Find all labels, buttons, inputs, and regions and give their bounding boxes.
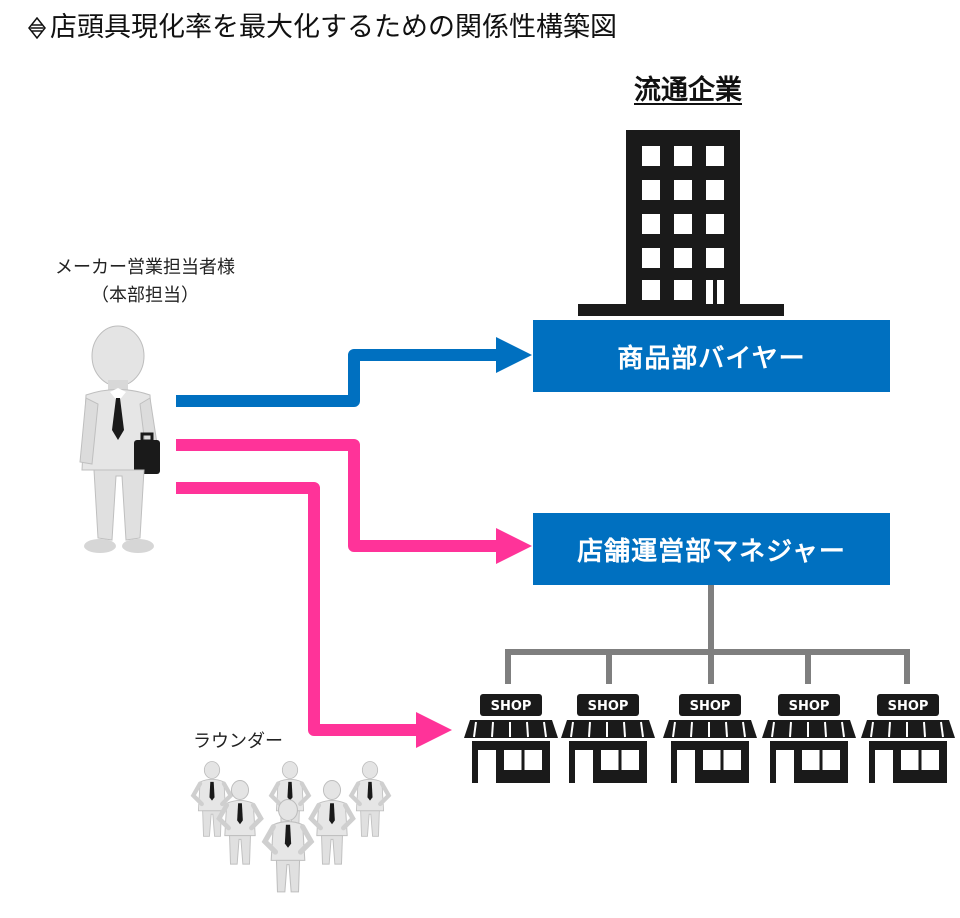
- shop-sign-label: SHOP: [888, 699, 929, 714]
- org-connector-lines: [505, 585, 910, 684]
- person-icon: [261, 798, 315, 893]
- shop-sign-label: SHOP: [789, 699, 830, 714]
- page-title: 店頭具現化率を最大化するための関係性構築図: [28, 10, 617, 46]
- store-manager-box: 店舗運営部マネジャー: [533, 513, 890, 585]
- person-icon: [348, 761, 392, 837]
- shop-storefront-icon: SHOP: [861, 694, 955, 783]
- shop-storefront-icon: SHOP: [464, 694, 558, 783]
- businessman-with-briefcase-icon: [79, 325, 160, 553]
- shop-sign-label: SHOP: [588, 699, 629, 714]
- shop-storefront-icon: SHOP: [663, 694, 757, 783]
- maker-sales-label: メーカー営業担当者様 （本部担当）: [0, 254, 290, 310]
- group-of-people-icon: [190, 761, 392, 893]
- person-icon: [216, 780, 264, 865]
- shop-storefront-icon: SHOP: [762, 694, 856, 783]
- buyer-box: 商品部バイヤー: [533, 320, 890, 392]
- maker-sales-label-line1: メーカー営業担当者様: [55, 257, 235, 278]
- maker-sales-label-line2: （本部担当）: [91, 285, 199, 306]
- arrow-maker-to-manager: [176, 439, 532, 564]
- shop-sign-label: SHOP: [491, 699, 532, 714]
- shop-sign-label: SHOP: [690, 699, 731, 714]
- office-building-icon: [578, 130, 784, 316]
- person-icon: [308, 780, 356, 865]
- shop-row: SHOP SHOP SHOP SHOP SHOP: [464, 694, 955, 783]
- shop-storefront-icon: SHOP: [561, 694, 655, 783]
- arrow-maker-to-shops: [176, 482, 452, 748]
- diamond-bullet-icon: [28, 17, 46, 39]
- arrow-maker-to-buyer: [176, 337, 532, 407]
- rounder-label: ラウンダー: [193, 731, 283, 752]
- distributor-heading: 流通企業: [634, 75, 742, 106]
- title-text: 店頭具現化率を最大化するための関係性構築図: [50, 12, 617, 43]
